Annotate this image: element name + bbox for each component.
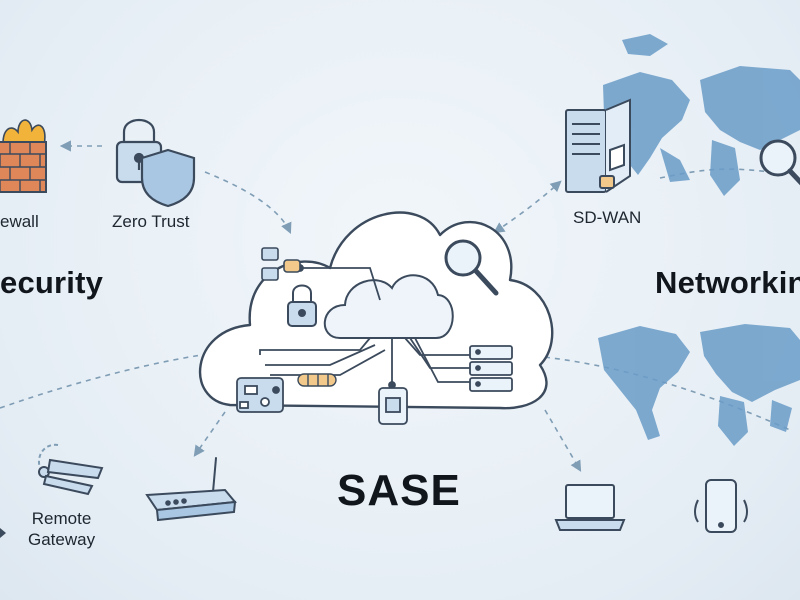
cloud-magnifier-icon bbox=[444, 239, 499, 296]
networking-magnifier-icon bbox=[759, 139, 800, 186]
connector-cloud-gateway bbox=[0, 351, 223, 409]
router-icon bbox=[145, 457, 237, 522]
connector-zerotrust-cloud bbox=[204, 171, 292, 235]
circuit-lines bbox=[259, 264, 470, 389]
networking-heading: Networkin bbox=[655, 265, 800, 300]
remote-gateway-label-line1: Remote bbox=[31, 509, 92, 528]
connector-cloud-sdwan bbox=[493, 180, 562, 234]
control-panel-icon bbox=[236, 377, 284, 413]
remote-gateway-icon bbox=[38, 443, 104, 496]
sd-wan-label: SD-WAN bbox=[573, 208, 642, 227]
firewall-icon bbox=[0, 119, 47, 193]
network-switch-icon bbox=[261, 247, 301, 281]
remote-gateway-label: Remote Gateway bbox=[28, 508, 95, 550]
edge-arrow-icon bbox=[0, 528, 6, 538]
connector-cloud-router bbox=[193, 411, 226, 457]
laptop-icon bbox=[554, 484, 626, 531]
cable-connector-icon bbox=[297, 373, 337, 387]
security-heading: ecurity bbox=[0, 265, 104, 300]
remote-gateway-label-line2: Gateway bbox=[28, 530, 96, 549]
chip-device-icon bbox=[378, 387, 408, 425]
connector-cloud-networking bbox=[534, 355, 791, 431]
sd-wan-server-icon bbox=[565, 98, 631, 193]
cloud-lock-icon bbox=[287, 284, 317, 327]
world-map-bottom-icon bbox=[598, 324, 800, 446]
zero-trust-label: Zero Trust bbox=[112, 212, 190, 231]
firewall-label: ewall bbox=[0, 212, 39, 231]
mobile-phone-icon bbox=[694, 479, 748, 533]
sase-title: SASE bbox=[337, 466, 461, 515]
server-stack-icon bbox=[469, 345, 513, 392]
connector-cloud-laptop bbox=[544, 409, 582, 472]
zero-trust-shield-icon bbox=[140, 148, 196, 208]
